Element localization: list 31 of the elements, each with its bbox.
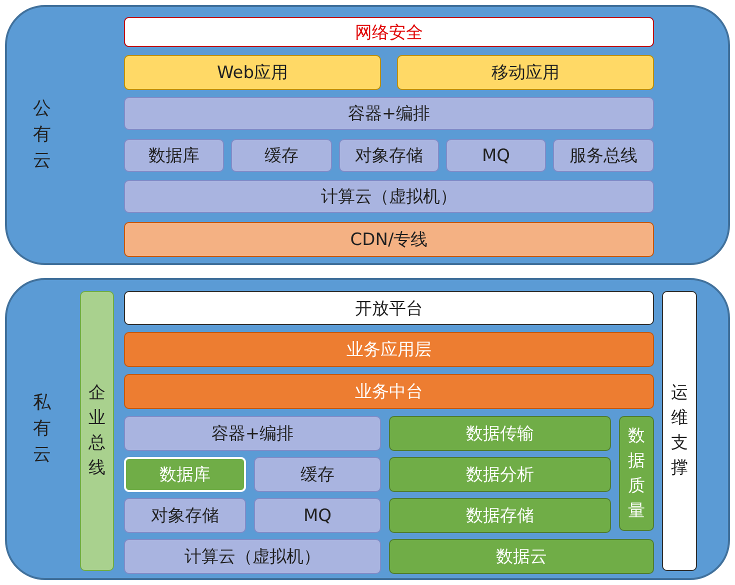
layer-box: MQ xyxy=(254,498,381,533)
layer-box: 服务总线 xyxy=(553,139,654,172)
cloud-panel xyxy=(5,278,730,580)
layer-box: 容器+编排 xyxy=(124,416,381,451)
data-box: 数据分析 xyxy=(389,457,611,492)
layer-box: 容器+编排 xyxy=(124,97,654,130)
layer-box: 缓存 xyxy=(254,457,381,492)
data-box: 数据库 xyxy=(124,457,246,492)
layer-box: 对象存储 xyxy=(124,498,246,533)
data-box: 数据存储 xyxy=(389,498,611,533)
panel-title: 私有云 xyxy=(32,391,52,467)
platform-box: 运维支撑 xyxy=(662,291,697,571)
data-box: 数据质量 xyxy=(619,416,654,531)
layer-bar: 业务应用层 xyxy=(124,332,654,367)
layer-box: 数据库 xyxy=(124,139,224,172)
security-bar: 网络安全 xyxy=(124,17,654,47)
layer-box: MQ xyxy=(446,139,546,172)
layer-bar: 业务中台 xyxy=(124,374,654,409)
network-bar: CDN/专线 xyxy=(124,222,654,257)
data-box: 数据传输 xyxy=(389,416,611,451)
app-box: 移动应用 xyxy=(397,55,654,90)
layer-box: 缓存 xyxy=(231,139,332,172)
layer-box: 计算云（虚拟机） xyxy=(124,180,654,213)
app-box: Web应用 xyxy=(124,55,381,90)
bus-bar: 企业总线 xyxy=(80,291,114,571)
layer-box: 对象存储 xyxy=(339,139,439,172)
platform-box: 开放平台 xyxy=(124,291,654,325)
data-box: 数据云 xyxy=(389,539,654,574)
panel-title: 公有云 xyxy=(32,97,52,173)
layer-box: 计算云（虚拟机） xyxy=(124,539,381,574)
cloud-panel xyxy=(5,5,730,265)
